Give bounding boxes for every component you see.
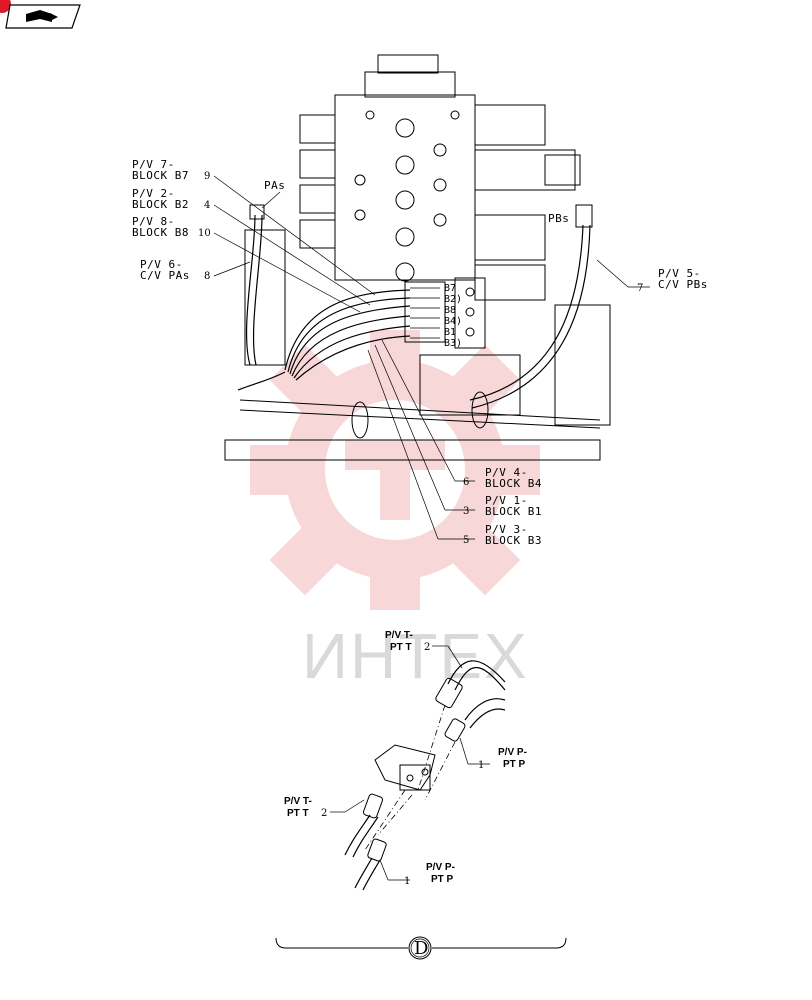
corner-marker: [0, 0, 11, 13]
callout-pv6-line2: C/V PAs: [140, 269, 190, 282]
callout-pv5: 7 P/V 5- C/V PBs: [596, 259, 708, 294]
pilot-pump-assembly: [344, 660, 506, 891]
callout-pv4-number: 6: [463, 477, 469, 488]
callout-pv5-line1: P/V 5-: [658, 267, 701, 280]
callout-pv6: P/V 6- C/V PAs 8: [140, 258, 251, 282]
callout-ptt-upper-line2: PT T: [390, 642, 412, 653]
callout-ptp-lower-line2: PT P: [431, 874, 454, 885]
block-port-labels: B7 B2) B8 B4) B1 B3): [444, 283, 462, 349]
callout-pv5-line2: C/V PBs: [658, 278, 708, 291]
callout-ptp-upper-line1: P/V P-: [498, 747, 527, 758]
watermark-logo: [250, 330, 540, 610]
pilot-hoses: [237, 204, 593, 409]
callout-pv7-line1: P/V 7-: [132, 158, 175, 171]
port-b7: B7: [444, 283, 456, 294]
callout-pv4-line2: BLOCK B4: [485, 477, 542, 490]
callout-pv6-line1: P/V 6-: [140, 258, 183, 271]
callout-pv8-line2: BLOCK B8: [132, 226, 189, 239]
callout-ptt-upper-line1: P/V T-: [385, 630, 413, 641]
callout-pv7-line2: BLOCK B7: [132, 169, 189, 182]
callout-pv1-line1: P/V 1-: [485, 494, 528, 507]
callout-ptt-upper-number: 2: [424, 642, 430, 653]
watermark-text: ИНТЕХ: [302, 620, 529, 692]
port-b8: B8: [444, 305, 456, 316]
callout-ptt-upper: P/V T- PT T 2: [385, 630, 463, 669]
callout-pv1-number: 3: [463, 506, 469, 517]
callout-ptp-lower: 1 P/V P- PT P: [379, 859, 455, 887]
callout-ptt-lower-line2: PT T: [287, 808, 309, 819]
port-b1: B1: [444, 327, 456, 338]
callout-pv3-line2: BLOCK B3: [485, 534, 542, 547]
callout-pv2: P/V 2- BLOCK B2 4: [132, 187, 371, 306]
port-b4: B4): [444, 316, 462, 327]
callout-ptp-upper: 1 P/V P- PT P: [459, 737, 527, 771]
port-b3: B3): [444, 338, 462, 349]
callout-ptp-upper-number: 1: [478, 760, 484, 771]
control-valve-assembly: [224, 54, 611, 461]
callout-pv2-number: 4: [204, 200, 210, 211]
callout-ptp-upper-line2: PT P: [503, 759, 526, 770]
callout-ptp-lower-number: 1: [404, 876, 410, 887]
port-pbs-label: PBs: [548, 212, 569, 225]
callout-pv1: 3 P/V 1- BLOCK B1: [374, 344, 542, 518]
callout-pv7-number: 9: [204, 171, 210, 182]
callout-pv2-line1: P/V 2-: [132, 187, 175, 200]
callout-pv1-line2: BLOCK B1: [485, 505, 542, 518]
port-pas-label: PAs: [264, 179, 285, 192]
port-b2: B2): [444, 294, 462, 305]
callout-pv7: P/V 7- BLOCK B7 9: [132, 158, 376, 296]
callout-ptt-lower-number: 2: [321, 808, 327, 819]
callout-pv3: 5 P/V 3- BLOCK B3: [367, 349, 542, 547]
callout-pv5-number: 7: [637, 283, 643, 294]
callout-pv3-number: 5: [463, 535, 469, 546]
callout-pv4: 6 P/V 4- BLOCK B4: [381, 339, 542, 490]
book-arrow-icon[interactable]: [26, 10, 58, 22]
view-marker-letter: D: [414, 938, 428, 959]
callout-pv6-number: 8: [204, 271, 210, 282]
callout-ptt-lower-line1: P/V T-: [284, 796, 312, 807]
callout-pv8-number: 10: [198, 228, 211, 239]
header-nav[interactable]: [0, 0, 81, 29]
callout-pv8: P/V 8- BLOCK B8 10: [132, 215, 361, 313]
callout-pv2-line2: BLOCK B2: [132, 198, 189, 211]
callout-ptt-lower: P/V T- PT T 2: [284, 796, 365, 819]
callout-pv3-line1: P/V 3-: [485, 523, 528, 536]
callout-pv4-line1: P/V 4-: [485, 466, 528, 479]
callout-ptp-lower-line1: P/V P-: [426, 862, 455, 873]
view-marker: D: [275, 936, 567, 960]
callout-pv8-line1: P/V 8-: [132, 215, 175, 228]
